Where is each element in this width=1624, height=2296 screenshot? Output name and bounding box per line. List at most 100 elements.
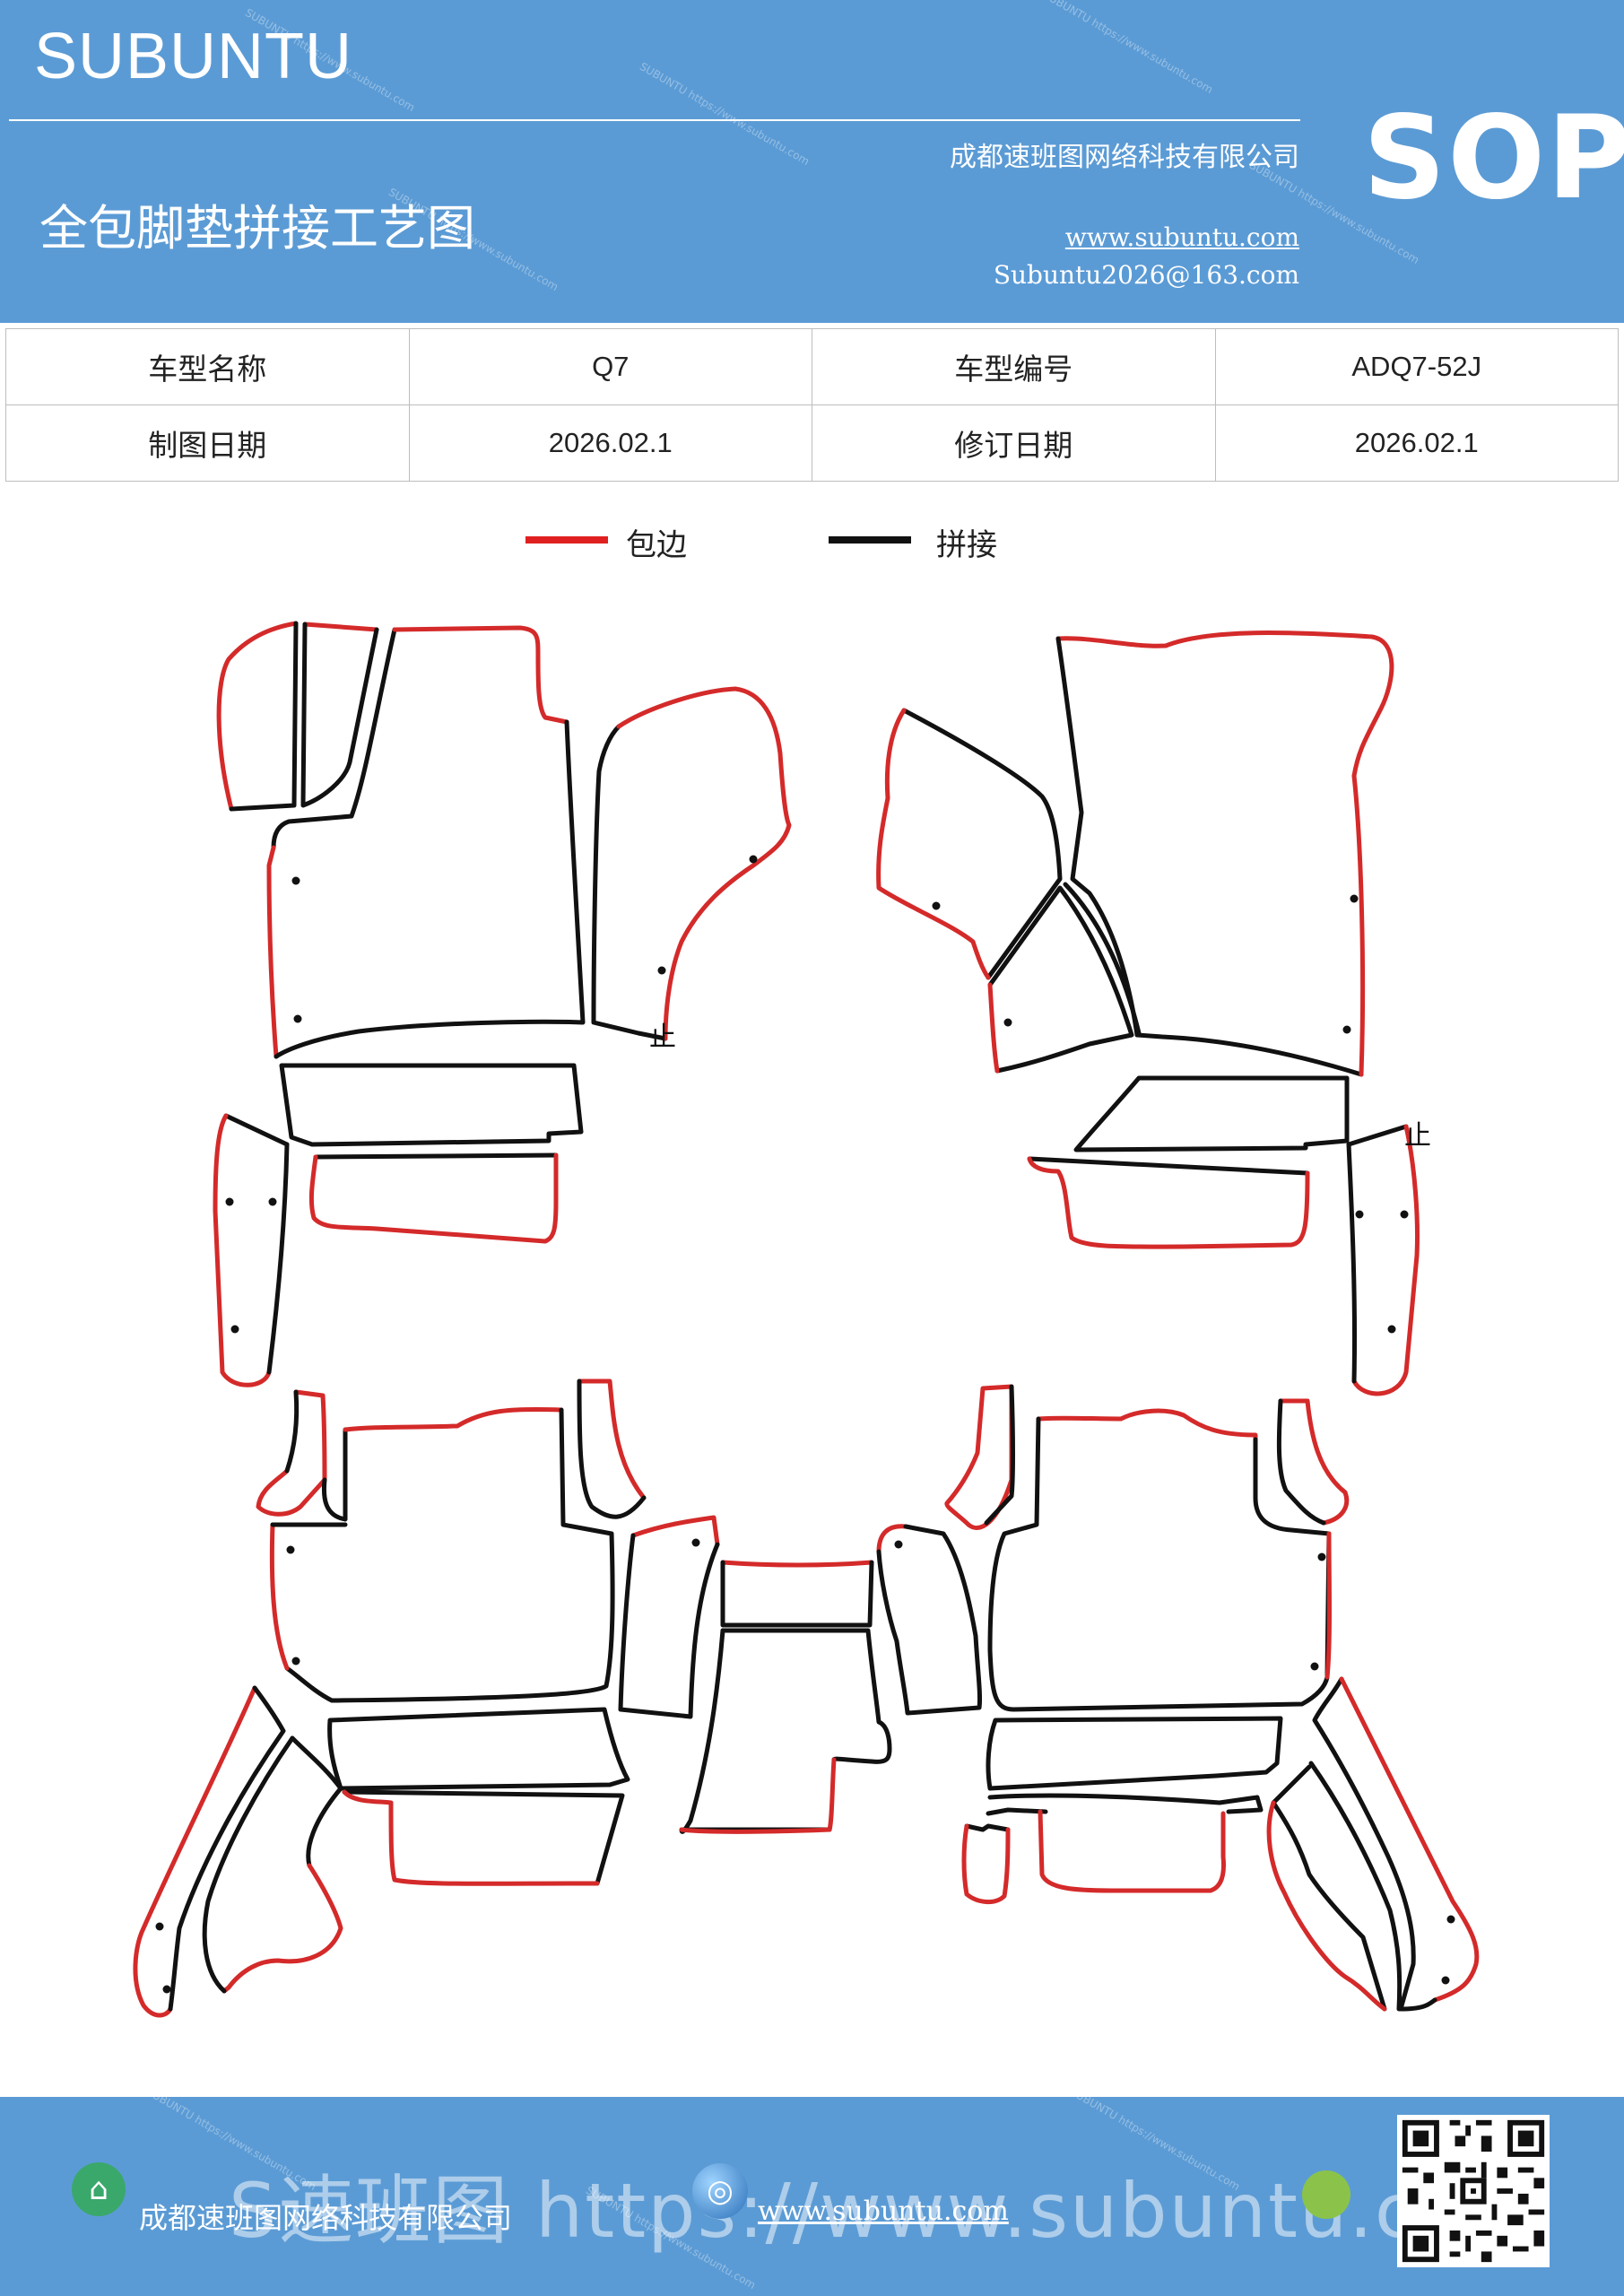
mat-piece [901,708,1063,980]
mat-piece [1063,882,1142,1036]
mat-piece [827,1757,837,1832]
rear-left-mat-group [133,1378,720,2018]
mat-piece [961,1823,1011,1904]
mat-piece [268,1197,277,1206]
model-name-label: 车型名称 [5,328,410,405]
mat-piece [1387,1325,1396,1334]
mat-piece [284,1407,615,1703]
mat-piece [1339,1676,1480,2003]
rear-right-mat-group [876,1384,1480,2012]
mat-piece [1441,1976,1450,1985]
mat-piece [876,708,991,980]
mat-piece [1266,1800,1387,2012]
mat-piece [894,1540,903,1549]
legend-label: 拼接 [936,527,997,563]
mat-piece [300,622,379,808]
front-left-mat-group: 止 [213,621,792,1387]
mat-piece [630,1515,720,1547]
mat-piece [1308,1761,1403,2012]
header-banner: SUBUNTU https://www.subuntu.com SUBUNTU … [0,0,1624,323]
draw-date-value: 2026.02.1 [408,404,812,482]
mat-piece [343,1406,564,1432]
mat-piece [223,1113,290,1147]
mat-piece [286,1545,295,1554]
mat-piece [1312,1676,1416,2012]
mat-piece [342,1789,625,1886]
draw-date-label: 制图日期 [5,404,410,482]
mat-piece [155,1922,164,1931]
mat-piece [225,1197,234,1206]
mat-piece [342,1789,600,1886]
mat-piece [290,1735,343,1868]
mat-piece [876,1524,983,1716]
seam-swatch [829,536,911,544]
mat-piece [293,1014,302,1023]
mat-piece [1350,894,1359,903]
mat-piece [1055,636,1364,1077]
mat-piece [162,1985,171,1994]
company-name: 成都速班图网络科技有限公司 [950,142,1299,173]
mat-piece [1310,1662,1319,1671]
footer-company: 成都速班图网络科技有限公司 [139,2201,513,2235]
header-divider [9,119,1300,121]
mat-piece [269,1522,290,1671]
revise-date-label: 修订日期 [812,404,1216,482]
mat-piece [987,1416,1332,1712]
mat-piece [216,621,299,812]
mat-piece [230,1325,239,1334]
sop-badge: SOP [1363,91,1624,225]
mat-piece [691,1538,700,1547]
mat-piece [1346,1124,1409,1147]
model-code-value: ADQ7-52J [1214,328,1619,405]
mat-piece [1055,631,1394,778]
mat-piece [1003,1018,1012,1027]
mat-piece [591,724,668,1041]
mat-piece [618,1533,720,1719]
building-icon: ⌂ [72,2162,126,2216]
mat-piece [279,1063,584,1147]
mat-piece [1036,1408,1258,1442]
brand-name: SUBUNTU [34,21,353,92]
mat-piece [577,1378,647,1500]
center-tunnel-group [679,1560,892,1834]
qr-code[interactable] [1397,2115,1550,2267]
legend-item-edge: 包边 [525,520,723,565]
mat-piece [876,1524,908,1554]
mat-piece [266,1142,290,1375]
website-link[interactable]: www.subuntu.com [1064,222,1299,252]
mat-piece [657,966,666,975]
mat-piece [327,1707,630,1791]
mat-piece [1278,1398,1350,1526]
mat-piece [1027,1156,1310,1176]
mat-piece [1317,1552,1326,1561]
mat-piece [313,1152,559,1160]
mat-piece [1027,1156,1310,1249]
mat-piece [1398,1997,1437,2012]
mat-piece [133,1685,257,2018]
globe-icon: ◎ [692,2163,748,2219]
mat-piece [321,1427,348,1522]
mat-piece [229,621,299,812]
mat-piece [1276,1398,1326,1526]
table-row: 车型名称 Q7 车型编号 ADQ7-52J [5,328,1619,405]
mat-piece [1342,1025,1351,1034]
mat-piece [274,719,586,1059]
revise-date-value: 2026.02.1 [1214,404,1619,482]
mat-piece [1400,1210,1409,1219]
mat-piece [392,625,569,725]
mat-piece [616,686,792,1041]
page-title: 全包脚垫拼接工艺图 [39,200,475,257]
vehicle-info-table: 车型名称 Q7 车型编号 ADQ7-52J 制图日期 2026.02.1 修订日… [5,328,1619,482]
mat-piece [964,1823,1011,1832]
mat-piece [679,1827,832,1834]
mat-piece [749,855,758,864]
mat-piece [932,901,941,910]
model-name-value: Q7 [408,328,812,405]
mat-piece [1346,1142,1358,1384]
mat-piece [302,622,379,632]
mat-piece [720,1560,874,1568]
mat-piece [256,1389,327,1517]
mat-piece [986,1807,1048,1816]
footer-website-link[interactable]: www.subuntu.com [758,2196,1009,2227]
mat-piece [1355,1210,1364,1219]
